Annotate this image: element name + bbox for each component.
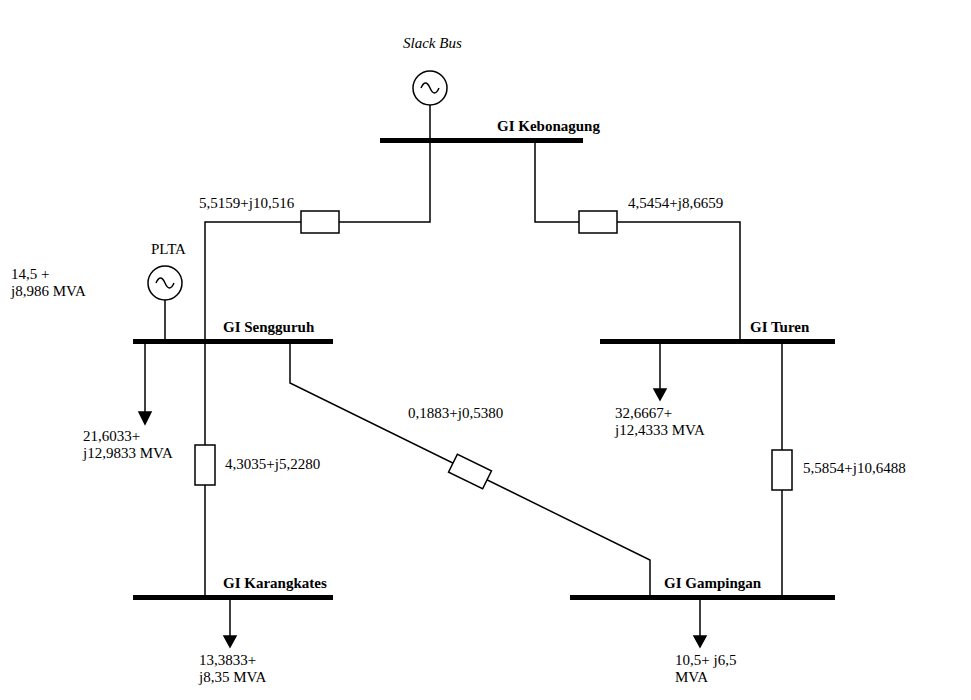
bus-bar: GI Turen [600,339,835,344]
load-arrowhead [224,636,236,647]
load-arrowhead [654,389,666,400]
load-value: 21,6033+ j12,9833 MVA [80,427,178,464]
bus-bar: GI Sengguruh [133,339,333,344]
bus-bar: GI Karangkates [133,595,333,600]
impedance-value: 4,5454+j8,6659 [625,194,726,213]
bus-name: GI Sengguruh [223,318,314,336]
impedance-value: 4,3035+j5,2280 [222,455,323,474]
bus-name: GI Kebonagung [497,117,600,135]
bus-type-label: Slack Bus [400,34,465,53]
generator-sine [156,278,174,288]
impedance-symbol [195,445,215,485]
generator-circle [413,71,447,105]
bus-name: GI Karangkates [223,574,327,592]
generator-lead [429,105,431,138]
impedance-symbol [772,450,792,490]
impedance-value: 5,5159+j10,516 [196,194,297,213]
bus-name: GI Turen [750,318,809,336]
plta-generator [148,266,182,339]
load-arrowhead [139,412,151,424]
impedance-symbol [579,211,617,233]
bus-bar: GI Kebonagung [380,138,583,143]
load-arrows [139,344,706,647]
bus-name: GI Gampingan [664,574,761,592]
load-line [659,344,661,391]
load-value: 32,6667+ j12,4333 MVA [612,404,710,441]
generation-value: 14,5 + j8,986 MVA [8,265,91,302]
transmission-line [205,143,430,339]
load-line [699,600,701,638]
impedance-symbol [301,211,339,233]
bus-bar: GI Gampingan [570,595,835,600]
load-value: 10,5+ j6,5 MVA [672,651,740,688]
load-arrowhead [694,636,706,647]
load-line [144,344,146,414]
load-line [229,600,231,638]
generator-label: PLTA [148,240,189,259]
generator-lead [164,300,166,339]
generator-circle [148,266,182,300]
impedance-value: 5,5854+j10,6488 [800,459,909,478]
slack-generator [413,71,447,138]
load-value: 13,3833+ j8,35 MVA [196,651,272,688]
transmission-line [535,143,740,339]
transmission-line [290,344,650,595]
generator-sine [421,83,439,93]
impedance-value: 0,1883+j0,5380 [405,404,506,423]
impedance-symbol [449,454,492,489]
